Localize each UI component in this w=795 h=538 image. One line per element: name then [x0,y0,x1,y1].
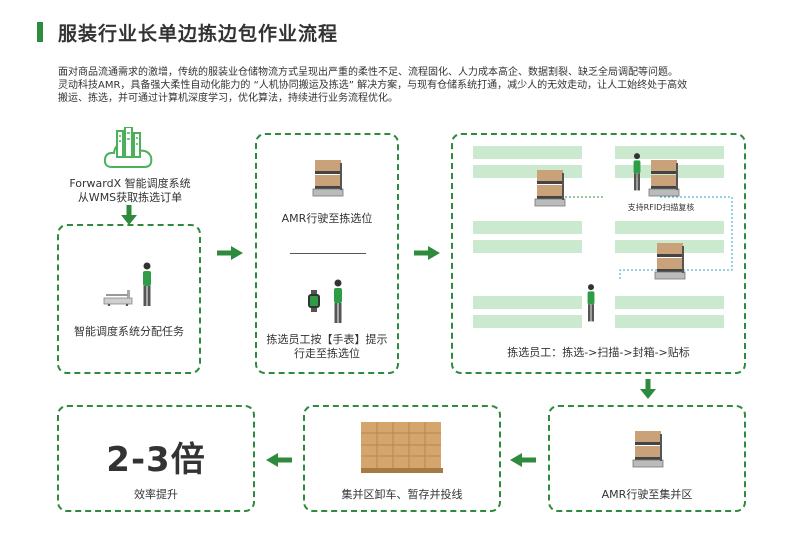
intro-text: 面对商品流通需求的激增，传统的服装业仓储物流方式呈现出严重的柔性不足、流程固化、… [58,66,758,105]
cloud-server-icon [104,127,153,168]
step3-label: 拣选员工：拣选->扫描->封箱->贴标 [507,346,690,359]
arrow-down-icon [640,379,656,399]
title-accent-bar [37,22,43,42]
pallet-boxes-icon [361,422,443,473]
arrow-right-icon [217,246,243,260]
step6-label: 效率提升 [134,488,178,501]
page-title: 服装行业长单边拣边包作业流程 [58,23,339,45]
worker-icon [633,153,641,191]
step0-label-line2: 从WMS获取拣选订单 [77,191,183,204]
amr-with-boxes-icon [632,431,664,468]
step5-label: 集并区卸车、暂存并投线 [341,488,463,501]
arrow-left-icon [266,453,292,467]
step4-box [548,405,746,512]
rack-row [473,240,582,253]
rack-row [473,146,582,159]
intro-line-2: 灵动科技AMR，具备强大柔性自动化能力的 “人机协同搬运及拣选” 解决方案，与现… [58,80,688,91]
step1-box [57,224,201,374]
step2-label-line1: 拣选员工按【手表】提示 [266,333,388,346]
intro-line-1: 面对商品流通需求的激增，传统的服装业仓储物流方式呈现出严重的柔性不足、流程固化、… [58,67,678,78]
amr-with-boxes-icon [534,170,566,207]
step4-label: AMR行驶至集并区 [601,488,693,501]
intro-line-3: 搬运、拣选，并可通过计算机深度学习，优化算法，持续进行业务流程优化。 [58,93,398,104]
step6-box [57,405,255,512]
step2-label-line2: 行走至拣选位 [294,347,360,360]
rack-row [615,221,724,234]
rack-row [473,221,582,234]
arrow-down-icon [121,205,137,225]
amr-with-boxes-icon [654,243,686,280]
arrow-right-icon [414,246,440,260]
efficiency-value: 2-3倍 [106,440,206,480]
rack-row [615,146,724,159]
rack-row [473,296,582,309]
amr-with-boxes-icon [648,160,680,197]
robot-path [565,196,733,280]
rack-row [615,315,724,328]
step3-box [451,133,746,374]
rack-row [473,315,582,328]
step0-label-line1: ForwardX 智能调度系统 [69,177,191,190]
step5-box [303,405,501,512]
arrow-left-icon [510,453,536,467]
worker-icon [334,279,342,323]
amr-robot-icon [103,290,133,306]
step2-box [255,133,399,374]
step2-top-label: AMR行驶至拣选位 [281,212,373,225]
amr-with-boxes-icon [312,160,344,197]
step1-label: 智能调度系统分配任务 [74,325,184,338]
worker-icon [587,284,595,322]
worker-icon [143,262,151,306]
rfid-note: 支持RFID扫描复核 [627,203,695,212]
watch-icon [308,290,320,312]
divider-line [290,253,366,254]
rack-row [615,296,724,309]
